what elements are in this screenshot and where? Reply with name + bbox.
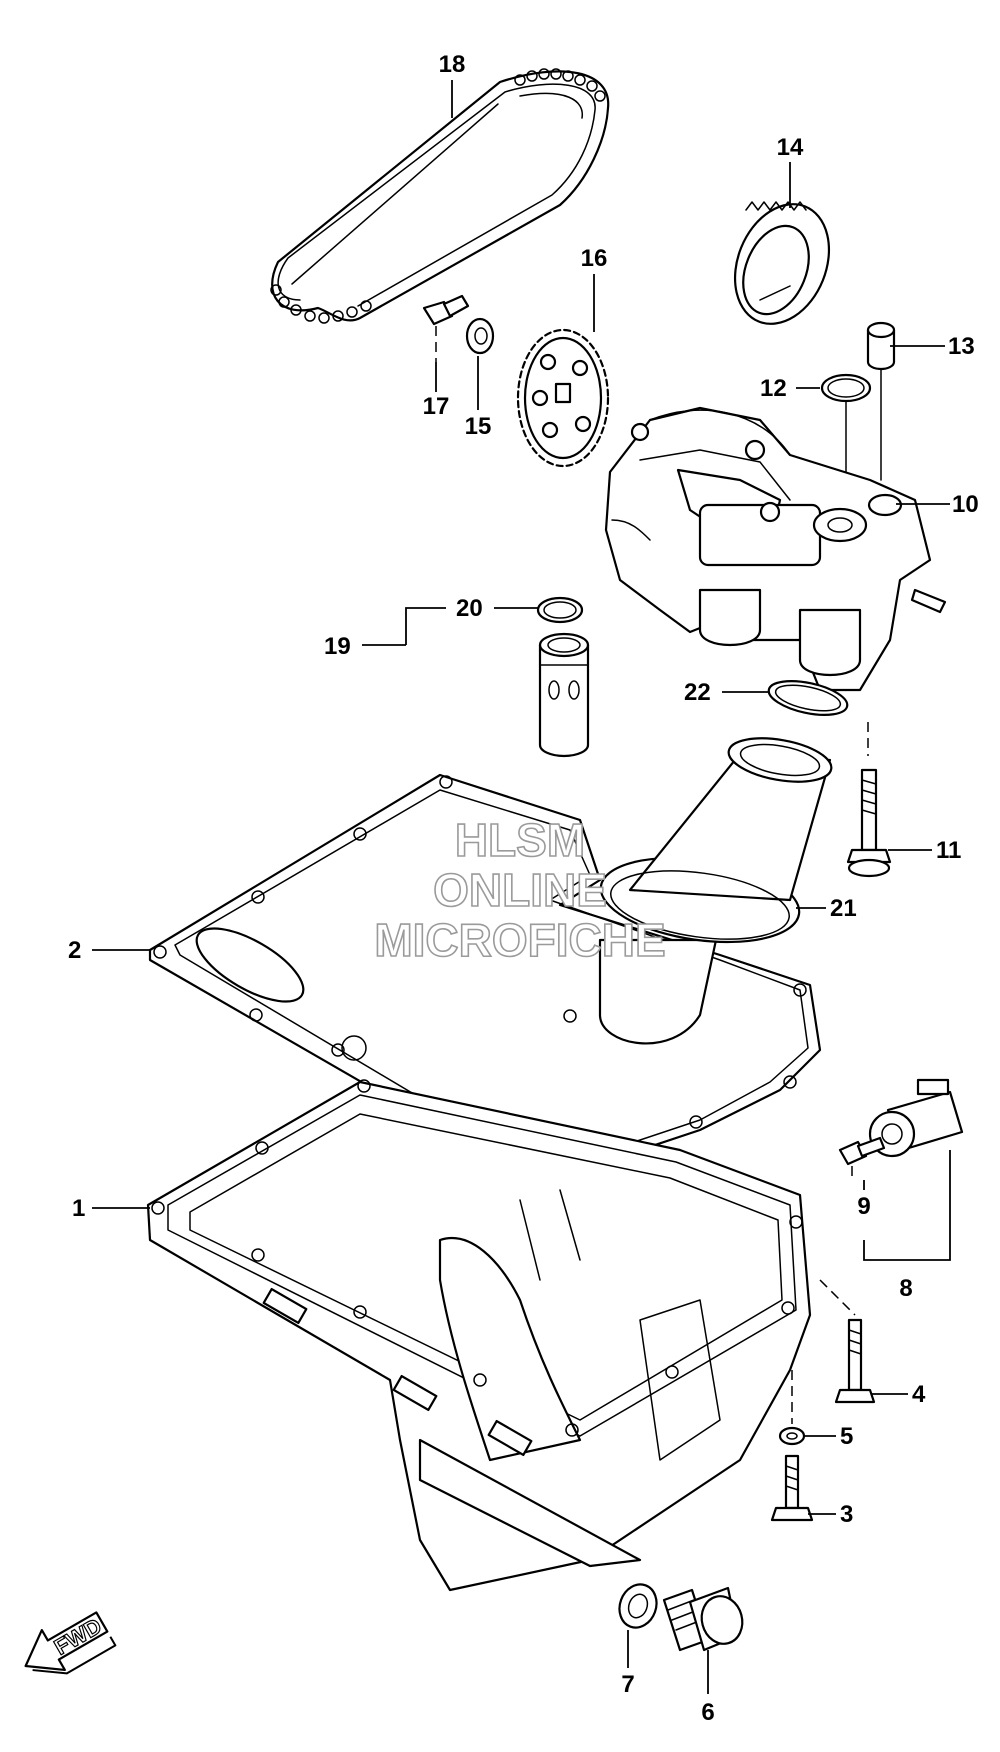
part-15-washer[interactable] [465, 317, 495, 355]
part-22-o-ring[interactable] [766, 675, 869, 756]
part-6-drain-plug[interactable] [662, 1586, 748, 1652]
watermark-line-3: MICROFICHE [374, 914, 665, 966]
part-21-oil-strainer[interactable] [595, 731, 834, 1045]
callout-19: 19 [324, 633, 351, 660]
callout-3: 3 [840, 1501, 853, 1528]
fwd-arrow-badge: FWD [24, 1611, 117, 1675]
callout-7: 7 [621, 1671, 634, 1698]
callout-4: 4 [912, 1381, 926, 1408]
leader-19 [405, 607, 446, 645]
leader-8 [863, 1150, 951, 1261]
callout-9: 9 [857, 1193, 870, 1220]
callout-15: 15 [465, 413, 492, 440]
part-7-gasket-washer[interactable] [614, 1579, 663, 1633]
callout-5: 5 [840, 1423, 853, 1450]
part-11-bolt[interactable] [846, 768, 892, 878]
callout-2: 2 [68, 937, 81, 964]
part-14-gear[interactable] [718, 190, 846, 338]
part-18-drive-chain[interactable] [270, 68, 610, 324]
watermark-line-1: HLSM [455, 814, 585, 866]
part-1-oil-pan[interactable] [146, 1079, 812, 1592]
part-13-dowel-pin[interactable] [866, 321, 896, 481]
callout-14: 14 [777, 134, 804, 161]
part-2-oil-pan-gasket[interactable] [148, 773, 822, 1187]
watermark: HLSM ONLINE MICROFICHE [374, 813, 667, 967]
part-20-o-ring[interactable] [536, 596, 584, 624]
callout-6: 6 [701, 1699, 714, 1726]
callout-13: 13 [948, 333, 975, 360]
part-17-bolt[interactable] [422, 294, 470, 362]
part-3-bolt[interactable] [770, 1454, 814, 1522]
watermark-line-2: ONLINE [433, 864, 607, 916]
callout-18: 18 [439, 51, 466, 78]
part-9-screw[interactable] [838, 1136, 886, 1180]
part-19-nozzle[interactable] [538, 632, 590, 758]
part-10-oil-pump[interactable] [604, 406, 947, 692]
callout-10: 10 [952, 491, 979, 518]
part-16-sprocket[interactable] [516, 328, 610, 468]
part-4-bolt[interactable] [819, 1279, 876, 1404]
callout-21: 21 [830, 895, 857, 922]
callout-20: 20 [456, 595, 483, 622]
callout-17: 17 [423, 393, 450, 420]
part-12-o-ring[interactable] [820, 373, 872, 511]
callout-16: 16 [581, 245, 608, 272]
callout-1: 1 [72, 1195, 85, 1222]
callout-11: 11 [936, 837, 961, 864]
callout-12: 12 [760, 375, 787, 402]
leader-lines [92, 80, 951, 1694]
callout-8: 8 [899, 1275, 912, 1302]
callout-labels: 18 14 16 13 12 17 15 10 20 19 22 11 21 2… [68, 51, 979, 1726]
callout-22: 22 [684, 679, 711, 706]
